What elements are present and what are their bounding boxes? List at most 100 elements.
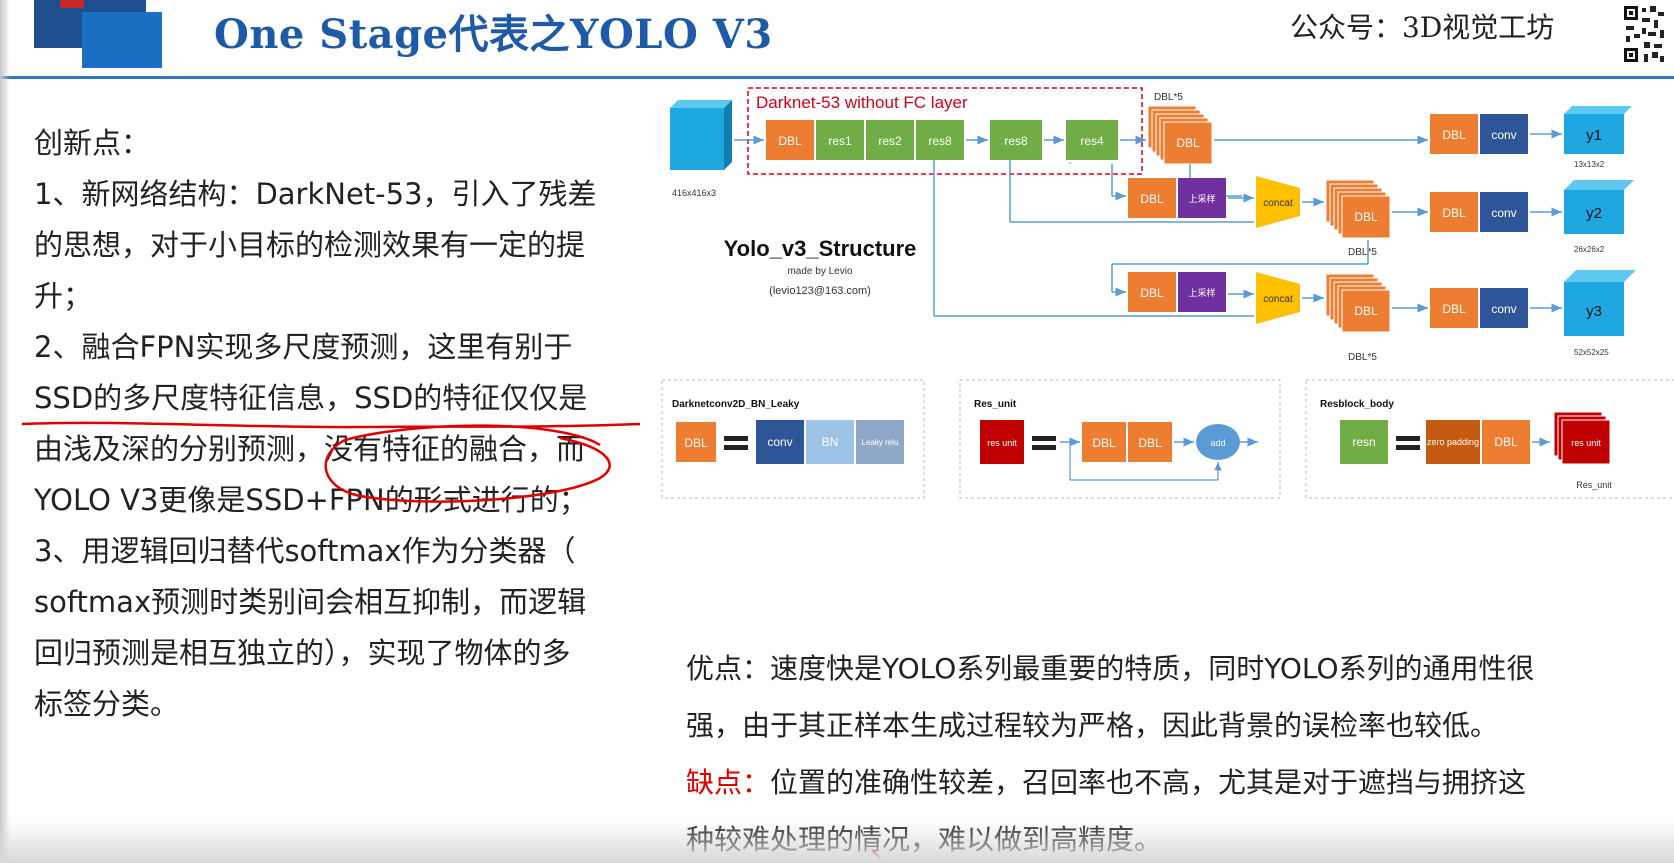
legend-resunit-dbl-2-label: DBL [1138, 436, 1162, 450]
made-by-label: made by Levio [787, 266, 852, 277]
header-decoration-2 [82, 12, 162, 68]
res1-block [816, 120, 864, 160]
legend-resunit-dbl-2 [1128, 422, 1172, 462]
conv-label-2: conv [1491, 206, 1516, 220]
legend-zero-padding [1426, 420, 1480, 464]
text-line: SSD的多尺度特征信息，SSD的特征仅仅是 [34, 381, 588, 415]
dbl5-stack-2-label: DBL [1354, 210, 1378, 224]
text-line: 升； [34, 279, 93, 313]
slide-title: One Stage代表之YOLO V3 [214, 11, 773, 58]
res4-label: res4 [1080, 134, 1104, 148]
legend-bn [806, 420, 854, 464]
dbl5-stack [1163, 121, 1213, 165]
innovation-heading: 创新点： [34, 126, 151, 160]
res8-label-2: res8 [1004, 134, 1028, 148]
legend-resunit-title: Res_unit [974, 399, 1017, 410]
legend-resblock-resunit-caption: Res_unit [1576, 480, 1612, 490]
left-edge-shadow [0, 0, 10, 863]
dbl-row2-label: DBL [1140, 192, 1164, 206]
conv-block-3 [1480, 288, 1528, 328]
legend-resblock-resunit [1561, 419, 1611, 465]
input-cube [670, 100, 732, 170]
upsample-block-2 [1178, 272, 1226, 312]
text-line: 2、融合FPN实现多尺度预测，这里有别于 [34, 330, 573, 364]
dbl-out-2 [1430, 192, 1478, 232]
legend-leaky-label: Leaky relu [862, 438, 899, 447]
y3-size-label: 52x52x25 [1574, 348, 1609, 357]
dbl-out-3-label: DBL [1442, 302, 1466, 316]
text-line: 的思想，对于小目标的检测效果有一定的提 [34, 228, 586, 262]
y2-size-label: 26x26x2 [1574, 245, 1605, 254]
pros-line-1: 优点：速度快是YOLO系列最重要的特质，同时YOLO系列的通用性很 [686, 640, 1674, 697]
legend-resblock-dbl-label: DBL [1494, 435, 1518, 449]
legend-conv [756, 420, 804, 464]
res8-block-2 [990, 120, 1042, 160]
y1-size-label: 13x13x2 [1574, 160, 1605, 169]
pros-text-1: 速度快是YOLO系列最重要的特质，同时YOLO系列的通用性很 [770, 652, 1535, 685]
dbl5-label-3: DBL*5 [1348, 352, 1377, 363]
legend-zero-padding-label: zero padding [1427, 437, 1479, 447]
legend-res-unit [980, 420, 1024, 464]
legend-resunit-dbl-1 [1082, 422, 1126, 462]
text-line: 回归预测是相互独立的），实现了物体的多 [34, 636, 571, 670]
structure-title: Yolo_v3_Structure [724, 236, 917, 261]
cons-line-1: 缺点：位置的准确性较差，召回率也不高，尤其是对于遮挡与拥挤这 [686, 754, 1674, 811]
dbl5-stack-2 [1341, 195, 1391, 239]
dbl-label: DBL [778, 134, 802, 148]
legend-resblock-dbl [1482, 420, 1530, 464]
legend-res-unit-label: res unit [987, 438, 1017, 448]
legend-conv-label: conv [767, 435, 792, 449]
res2-block [866, 120, 914, 160]
qr-code-icon [1622, 4, 1668, 66]
res4-block [1066, 120, 1118, 160]
dbl5-label-1: DBL*5 [1154, 92, 1183, 103]
cons-text-1: 位置的准确性较差，召回率也不高，尤其是对于遮挡与拥挤这 [770, 766, 1527, 799]
legend-resunit-box [959, 379, 1281, 499]
upsample-label-2: 上采样 [1188, 287, 1215, 298]
text-span: ，而 [527, 432, 586, 466]
circled-text: 没有特征的融合 [324, 432, 528, 466]
y3-output [1564, 282, 1624, 336]
account-label: 公众号：3D视觉工坊 [1290, 11, 1555, 44]
concat-label-2: concat [1263, 294, 1293, 305]
y1-label: y1 [1586, 127, 1602, 144]
pros-line-2: 强，由于其正样本生成过程较为严格，因此背景的误检率也较低。 [686, 709, 1499, 742]
innovation-points: 创新点： 1、新网络结构：DarkNet-53，引入了残差 的思想，对于小目标的… [34, 118, 654, 730]
yolo-v3-structure-diagram: 416x416x3 Darknet-53 without FC layer DB… [661, 87, 1674, 499]
legend-bn-label: BN [822, 435, 839, 449]
legend-dbl-label: DBL [684, 436, 708, 450]
y2-label: y2 [1586, 205, 1602, 222]
dbl-row2 [1128, 178, 1176, 218]
legend-add-label: add [1210, 438, 1225, 448]
dbl-out-3 [1430, 288, 1478, 328]
res8-block [916, 120, 964, 160]
conv-label-3: conv [1491, 302, 1516, 316]
dbl-block [766, 120, 814, 160]
darknet-box [747, 87, 1143, 175]
legend-darknetconv-box [661, 379, 925, 499]
legend-resn [1340, 420, 1388, 464]
input-size-label: 416x416x3 [672, 188, 716, 198]
res8-label: res8 [928, 134, 952, 148]
dbl-row3-label: DBL [1140, 286, 1164, 300]
text-line: 标签分类。 [34, 687, 180, 721]
y1-output [1564, 114, 1624, 154]
legend-resblock-resunit-label: res unit [1571, 438, 1601, 448]
res1-label: res1 [828, 134, 852, 148]
dbl5-stack-label: DBL [1176, 136, 1200, 150]
legend-resblock-box [1305, 379, 1674, 499]
dbl5-label-2: DBL*5 [1348, 247, 1377, 258]
legend-resn-label: resn [1352, 435, 1375, 449]
dbl-out-2-label: DBL [1442, 206, 1466, 220]
dbl5-stack-3 [1341, 289, 1391, 333]
y2-output [1564, 190, 1624, 234]
conv-label-1: conv [1491, 128, 1516, 142]
legend-add [1196, 424, 1240, 460]
bottom-shadow [0, 820, 1674, 863]
dbl5-stack-3-label: DBL [1354, 304, 1378, 318]
conv-block-1 [1480, 114, 1528, 154]
y3-label: y3 [1586, 303, 1602, 320]
dbl-row3 [1128, 272, 1176, 312]
res2-label: res2 [878, 134, 902, 148]
